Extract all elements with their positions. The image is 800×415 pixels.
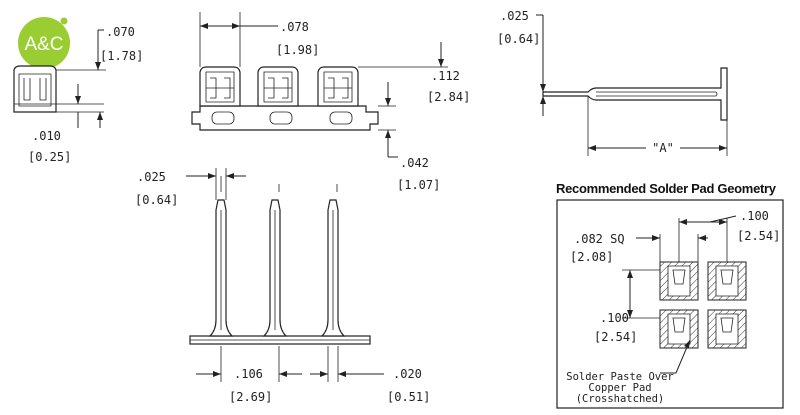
bottom-view: .025 [0.64] .106 [2.69] .020 [0.51] [135, 168, 430, 404]
pin-w-arrow-right [226, 173, 234, 179]
side-offset-in: .010 [32, 129, 61, 143]
note-line-1: Solder Paste Over [566, 371, 673, 383]
company-logo: A&C [18, 17, 70, 69]
tail-arrow-left [320, 371, 328, 377]
pad-pitch-y-mm: [2.54] [594, 330, 637, 344]
side-height-in: .070 [106, 25, 135, 39]
note-line-2: Copper Pad [588, 382, 651, 394]
front-height-arrow-bottom [385, 98, 391, 106]
front-view-base [191, 105, 379, 131]
front-housing-1 [199, 66, 241, 107]
tail-arrow-right [338, 371, 346, 377]
side-offset-mm: [0.25] [28, 150, 71, 164]
side-view-body [13, 65, 57, 113]
pin-outline [542, 67, 728, 121]
pin-width-mm: [0.64] [497, 32, 540, 46]
side-height-mm: [1.78] [100, 49, 143, 63]
pin-length-label: "A" [652, 141, 674, 155]
base-window-1 [211, 111, 235, 125]
solder-pad-top-left [659, 261, 699, 301]
front-height-mm: [2.84] [427, 90, 470, 104]
pitch-arrow-left [200, 23, 208, 29]
bottom-pitch-mm: [2.69] [229, 390, 272, 404]
bottom-tail-mm: [0.51] [387, 390, 430, 404]
front-height-in: .112 [431, 69, 460, 83]
pin-view: .025 [0.64] "A" [497, 9, 728, 156]
offset-arrow-up [97, 112, 103, 120]
solder-pad-title: Recommended Solder Pad Geometry [556, 181, 777, 196]
bottom-pin-1 [208, 199, 234, 337]
length-arrow-right [719, 145, 727, 151]
pad-size-arrow-left [652, 235, 660, 241]
pad-pitch-x-in: .100 [740, 209, 769, 223]
front-housing-3 [317, 66, 359, 107]
front-view: .078 [1.98] .112 [2.84] .042 [1.07] [191, 12, 470, 192]
base-arrow [385, 130, 391, 138]
pad-pitch-y-arrow-bottom [627, 310, 633, 318]
pitch-arrow-right [232, 23, 240, 29]
height-arrow [95, 62, 101, 70]
pad-pitch-y-in: .100 [600, 311, 629, 325]
note-arrow [684, 340, 690, 348]
side-view-inner [18, 73, 52, 107]
pin-w-arrow-left [208, 173, 216, 179]
pin-width-arrow-top [540, 84, 546, 92]
pad-pitch-x-arrow-right [719, 219, 727, 225]
pitch-b-arrow-left [213, 371, 221, 377]
pad-pitch-x-arrow-left [679, 219, 687, 225]
bottom-tail-in: .020 [393, 367, 422, 381]
bottom-pitch-in: .106 [234, 367, 263, 381]
pitch-b-arrow-right [279, 371, 287, 377]
logo-text: A&C [24, 34, 63, 55]
pin-width-arrow-bottom [540, 96, 546, 104]
front-housing-2 [257, 66, 299, 107]
side-view-contacts [23, 78, 47, 101]
solder-pad-bottom-left [659, 309, 699, 349]
bottom-pin-in: .025 [137, 170, 166, 184]
pin-width-in: .025 [500, 9, 529, 23]
front-pitch-mm: [1.98] [276, 43, 319, 57]
solder-pad-top-right [707, 261, 747, 301]
note-leader [660, 339, 691, 374]
front-base-mm: [1.07] [397, 178, 440, 192]
bottom-pin-3 [320, 199, 346, 337]
side-view: .070 [1.78] .010 [0.25] [13, 25, 143, 164]
front-pitch-in: .078 [280, 20, 309, 34]
pad-size-mm: [2.08] [570, 250, 613, 264]
pad-pitch-x-leader [709, 215, 737, 223]
front-height-arrow-top [438, 59, 444, 67]
solder-pad-section: Recommended Solder Pad Geometry [556, 181, 784, 409]
pad-pitch-x-mm: [2.54] [737, 229, 780, 243]
pad-pitch-y-arrow-top [627, 270, 633, 278]
front-base-in: .042 [400, 156, 429, 170]
logo-dot [60, 17, 68, 25]
logo-circle [18, 17, 70, 69]
pin-slot [596, 91, 718, 97]
bottom-pin-mm: [0.64] [135, 193, 178, 207]
pad-size-in: .082 SQ [574, 232, 625, 246]
pad-size-arrow-right [698, 235, 706, 241]
bottom-pin-2 [262, 199, 288, 337]
base-window-2 [269, 111, 293, 125]
solder-pad-bottom-right [707, 309, 747, 349]
length-arrow-left [588, 145, 596, 151]
base-window-3 [329, 111, 353, 125]
offset-arrow-down [75, 96, 81, 104]
note-line-3: (Crosshatched) [576, 393, 665, 405]
